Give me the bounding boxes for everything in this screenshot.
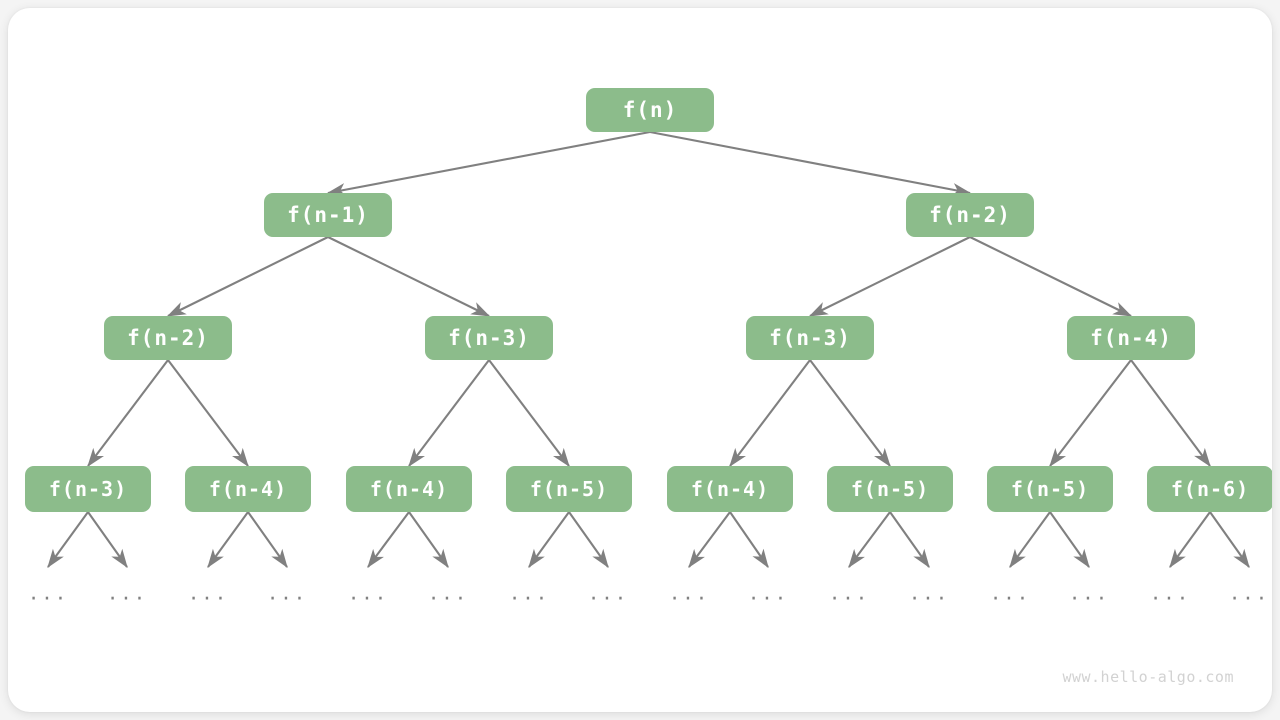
tree-edge <box>568 511 609 569</box>
tree-edge <box>408 511 449 569</box>
tree-edge <box>889 511 930 569</box>
tree-edge <box>408 359 490 468</box>
ellipsis-marker: ... <box>106 582 148 605</box>
tree-edge <box>1209 511 1250 569</box>
ellipsis-marker: ... <box>908 582 950 605</box>
tree-edge <box>969 236 1133 317</box>
ellipsis-marker: ... <box>747 582 789 605</box>
tree-node: f(n-4) <box>667 466 793 512</box>
tree-node: f(n-5) <box>827 466 953 512</box>
tree-node: f(n-5) <box>987 466 1113 512</box>
tree-edge <box>1049 511 1090 569</box>
tree-node: f(n-1) <box>264 193 392 237</box>
tree-node: f(n-2) <box>906 193 1034 237</box>
tree-node: f(n-4) <box>185 466 311 512</box>
tree-edge <box>367 511 410 569</box>
ellipsis-marker: ... <box>828 582 870 605</box>
tree-node: f(n-4) <box>346 466 472 512</box>
tree-node: f(n-3) <box>425 316 553 360</box>
tree-edge <box>207 511 249 569</box>
tree-edge <box>1130 359 1211 468</box>
tree-edge <box>166 236 329 317</box>
tree-edge <box>488 359 570 468</box>
tree-node: f(n-5) <box>506 466 632 512</box>
ellipsis-marker: ... <box>508 582 550 605</box>
tree-edge <box>47 511 89 569</box>
ellipsis-marker: ... <box>187 582 229 605</box>
tree-edge <box>1009 511 1051 569</box>
tree-edge <box>87 359 169 468</box>
watermark: www.hello-algo.com <box>1062 668 1234 686</box>
tree-edge <box>327 236 491 317</box>
tree-edge <box>688 511 731 569</box>
ellipsis-marker: ... <box>1228 582 1270 605</box>
ellipsis-marker: ... <box>989 582 1031 605</box>
tree-edge <box>808 236 971 317</box>
ellipsis-marker: ... <box>347 582 389 605</box>
tree-edge <box>729 511 769 569</box>
tree-node: f(n-4) <box>1067 316 1195 360</box>
tree-node: f(n-6) <box>1147 466 1272 512</box>
tree-edge <box>649 130 972 197</box>
tree-node: f(n-3) <box>25 466 151 512</box>
tree-edge <box>848 511 891 569</box>
tree-node: f(n) <box>586 88 714 132</box>
tree-edge <box>167 359 249 468</box>
ellipsis-marker: ... <box>668 582 710 605</box>
tree-edge <box>1169 511 1211 569</box>
tree-node: f(n-3) <box>746 316 874 360</box>
tree-edge <box>809 359 891 468</box>
ellipsis-marker: ... <box>587 582 629 605</box>
tree-edge <box>326 130 651 197</box>
ellipsis-marker: ... <box>1068 582 1110 605</box>
ellipsis-marker: ... <box>266 582 308 605</box>
tree-node: f(n-2) <box>104 316 232 360</box>
tree-edge <box>528 511 570 569</box>
diagram-card: f(n) f(n-1) f(n-2) f(n-2) f(n-3) f(n-3) f(n-4)… <box>8 8 1272 712</box>
ellipsis-marker: ... <box>1149 582 1191 605</box>
tree-edge <box>247 511 288 569</box>
ellipsis-marker: ... <box>27 582 69 605</box>
ellipsis-marker: ... <box>427 582 469 605</box>
tree-edge <box>729 359 811 468</box>
tree-edge <box>1049 359 1132 468</box>
tree-edge <box>87 511 128 569</box>
